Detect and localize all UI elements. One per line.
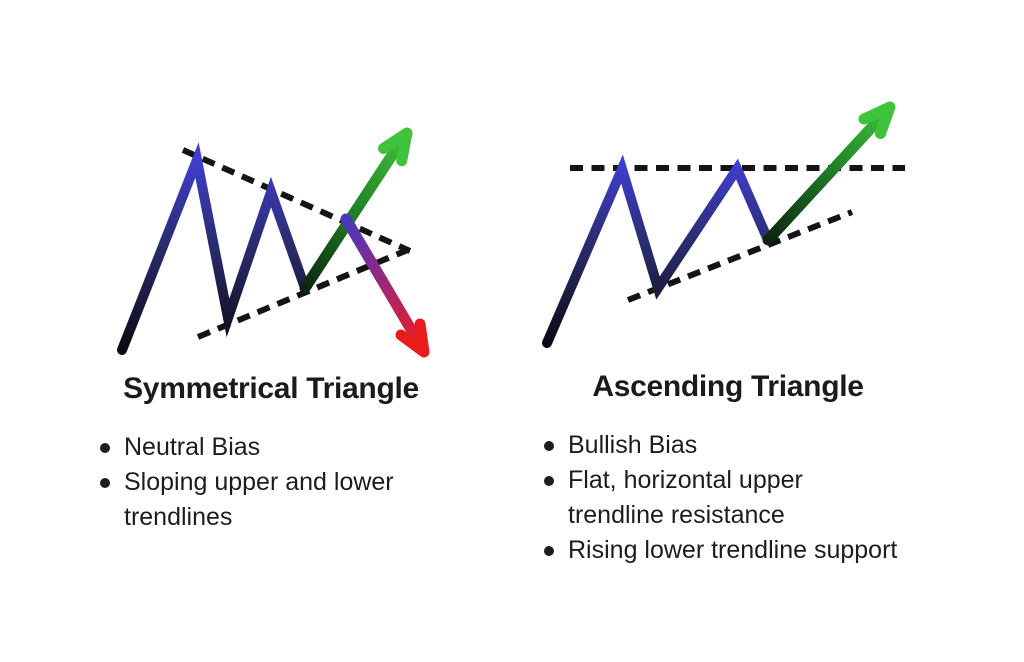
bearish-arrowhead-icon	[395, 318, 430, 358]
list-item: Sloping upper and lower trendlines	[100, 465, 460, 535]
bullet-icon	[544, 441, 554, 451]
list-item: Rising lower trendline support	[544, 533, 944, 568]
price-zigzag	[542, 154, 773, 348]
bullet-icon	[100, 443, 110, 453]
bullet-label: Flat, horizontal upper trendline resista…	[568, 466, 803, 529]
bullish-breakout-arrow	[299, 134, 408, 294]
list-item: Bullish Bias	[544, 428, 944, 463]
rising-lower-trendline-dashed	[626, 209, 854, 303]
symmetrical-triangle-title: Symmetrical Triangle	[123, 372, 419, 405]
bullish-arrowhead-icon	[378, 127, 413, 167]
price-zigzag	[117, 142, 310, 355]
bearish-breakdown-arrow	[340, 213, 425, 349]
bullet-label: Rising lower trendline support	[568, 536, 898, 564]
bullet-label: Sloping upper and lower trendlines	[124, 468, 394, 531]
upper-trendline-dashed	[181, 147, 412, 254]
bullish-breakout-arrow	[762, 108, 890, 246]
ascending-triangle-diagram	[542, 101, 905, 348]
symmetrical-triangle-diagram	[117, 127, 430, 358]
ascending-triangle-bullets: Bullish Bias Flat, horizontal upper tren…	[544, 428, 944, 568]
list-item: Neutral Bias	[100, 430, 460, 465]
ascending-triangle-title: Ascending Triangle	[592, 370, 864, 403]
bullet-label: Bullish Bias	[568, 431, 698, 459]
bullet-label: Neutral Bias	[124, 433, 261, 461]
bullet-icon	[544, 546, 554, 556]
list-item: Flat, horizontal upper trendline resista…	[544, 463, 944, 533]
bullet-icon	[100, 478, 110, 488]
bullish-arrowhead-icon	[858, 101, 896, 139]
symmetrical-triangle-bullets: Neutral Bias Sloping upper and lower tre…	[100, 430, 460, 535]
bullet-icon	[544, 476, 554, 486]
